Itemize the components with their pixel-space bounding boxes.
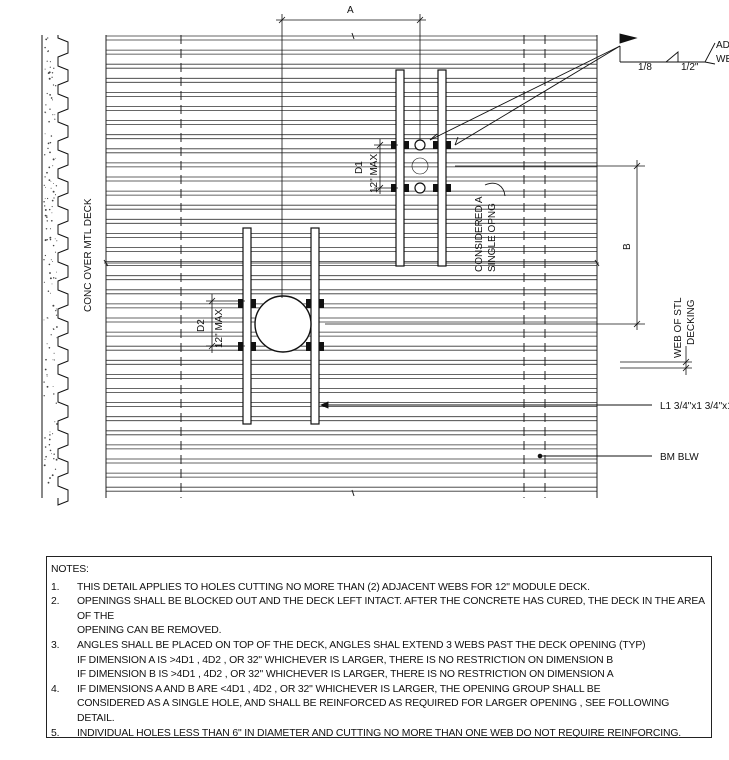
web-of-stl-line-1: WEB OF STL: [673, 297, 684, 358]
plan-boundaries: [103, 32, 600, 498]
note-text: THIS DETAIL APPLIES TO HOLES CUTTING NO …: [77, 581, 590, 593]
note-item: 3. ANGLES SHALL BE PLACED ON TOP OF THE D…: [51, 639, 707, 683]
d2-max-label: 12" MAX: [214, 309, 225, 348]
angle-bar: [437, 69, 447, 267]
note-item: 2. OPENINGS SHALL BE BLOCKED OUT AND THE …: [51, 595, 707, 639]
weld-size-label: 1/2": [681, 62, 699, 73]
note-text: OPENINGS SHALL BE BLOCKED OUT AND THE DE…: [77, 596, 705, 637]
large-hole: [254, 295, 312, 353]
web-of-stl-line-2: DECKING: [686, 299, 697, 345]
deck-section-profile: [41, 35, 69, 506]
considered-single-line-1: CONSIDERED A: [474, 196, 485, 272]
angle-bar: [242, 227, 252, 425]
note-item: 1. THIS DETAIL APPLIES TO HOLES CUTTING N…: [51, 581, 707, 596]
note-text: ANGLES SHALL BE PLACED ON TOP OF THE DEC…: [77, 639, 646, 681]
d1-label: D1: [354, 161, 365, 174]
beam-below-label: BM BLW: [660, 452, 699, 463]
notes-heading: NOTES:: [51, 564, 89, 575]
notes-list: 1. THIS DETAIL APPLIES TO HOLES CUTTING N…: [51, 581, 707, 742]
dimension-a-label: A: [347, 5, 354, 16]
angle-bar: [395, 69, 405, 267]
leader-lines: [319, 45, 652, 459]
note-item: 4. IF DIMENSIONS A AND B ARE <4D1 , 4D2 ,…: [51, 683, 707, 727]
d2-label: D2: [196, 319, 207, 332]
small-hole: [414, 139, 426, 151]
deck-type-label: CONC OVER MTL DECK: [83, 198, 94, 312]
dimension-b-label: B: [622, 243, 633, 250]
d1-max-label: 12" MAX: [369, 154, 380, 193]
deck-opening-detail-drawing: A 1/8 1/2" AD WE L1 3/4"x1 3/4"x1 BM BLW…: [41, 5, 729, 506]
dimension-lines: [206, 14, 692, 375]
note-number: 2.: [51, 596, 60, 608]
deck-rib-lines: [106, 35, 597, 492]
note-number: 5.: [51, 727, 60, 739]
weld-symbol: [619, 33, 716, 65]
considered-single-line-2: SINGLE OPNG: [487, 203, 498, 272]
lower-opening-group: [238, 227, 324, 425]
note-number: 4.: [51, 683, 60, 695]
hole-centre-mark: [411, 157, 429, 175]
upper-opening-group: [391, 69, 451, 267]
angle-bar: [310, 227, 320, 425]
weld-note-line-1: AD: [716, 40, 729, 51]
note-text: INDIVIDUAL HOLES LESS THAN 6" IN DIAMETE…: [77, 727, 682, 739]
note-number: 3.: [51, 639, 60, 651]
note-text: IF DIMENSIONS A AND B ARE <4D1 , 4D2 , O…: [77, 683, 670, 724]
small-hole: [414, 182, 426, 194]
weld-note-line-2: WE: [716, 54, 729, 65]
notes-box: NOTES: 1. THIS DETAIL APPLIES TO HOLES CU…: [46, 556, 712, 739]
note-item: 5. INDIVIDUAL HOLES LESS THAN 6" IN DIAME…: [51, 727, 707, 742]
angle-size-label: L1 3/4"x1 3/4"x1: [660, 401, 729, 412]
note-number: 1.: [51, 581, 60, 593]
weld-fraction-label: 1/8: [638, 62, 652, 73]
